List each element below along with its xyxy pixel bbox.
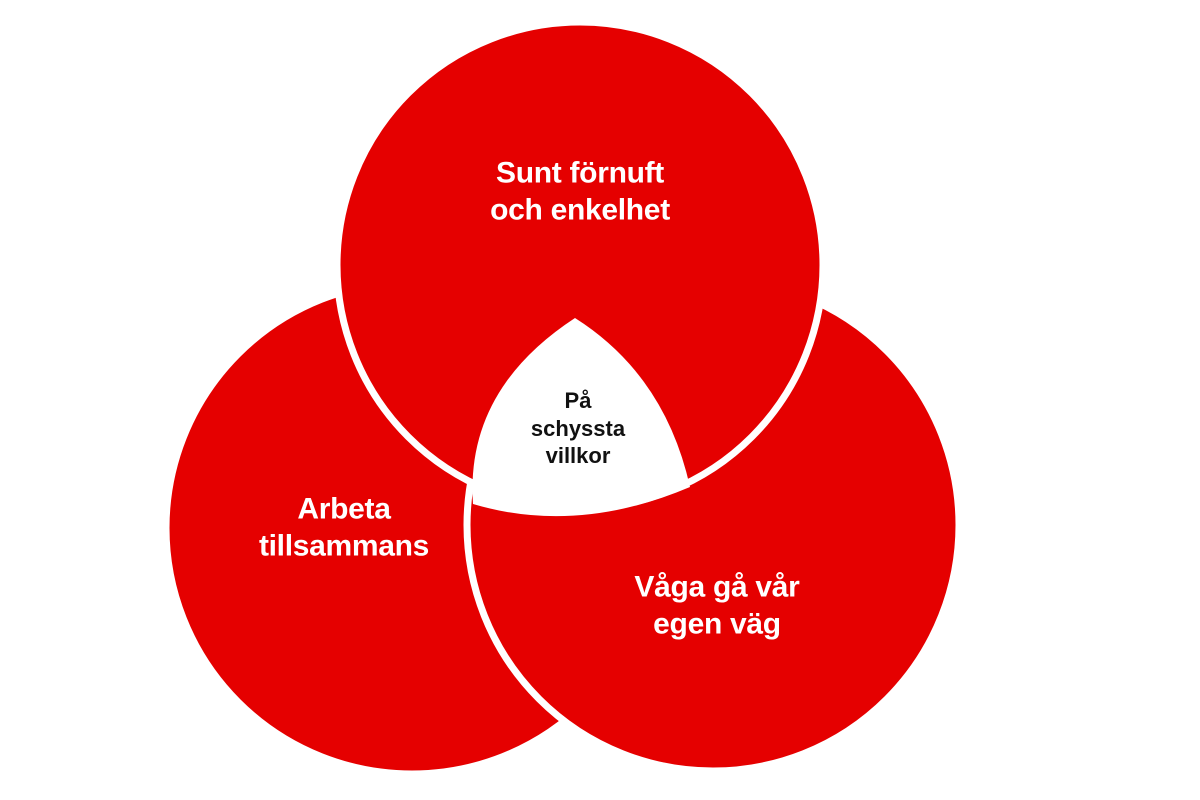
label-center-pa-schyssta-villkor: På schyssta villkor <box>531 387 625 470</box>
label-vaga-ga-var-egen-vag: Våga gå vår egen väg <box>634 569 799 642</box>
label-left-line1: Arbeta <box>297 492 391 526</box>
label-top-line2: och enkelhet <box>490 193 670 226</box>
label-left-line2: tillsammans <box>258 529 430 562</box>
label-center-line3: villkor <box>545 442 611 468</box>
label-sunt-fornuft: Sunt förnuft och enkelhet <box>490 155 670 228</box>
circle-top <box>333 18 827 512</box>
label-center-line2: schyssta <box>530 415 626 441</box>
label-arbeta-tillsammans: Arbeta tillsammans <box>259 491 429 564</box>
label-right-line2: egen väg <box>653 607 781 640</box>
label-top-line1: Sunt förnuft <box>495 156 665 190</box>
label-center-line1: På <box>564 387 592 413</box>
label-right-line1: Våga gå vår <box>634 570 800 604</box>
